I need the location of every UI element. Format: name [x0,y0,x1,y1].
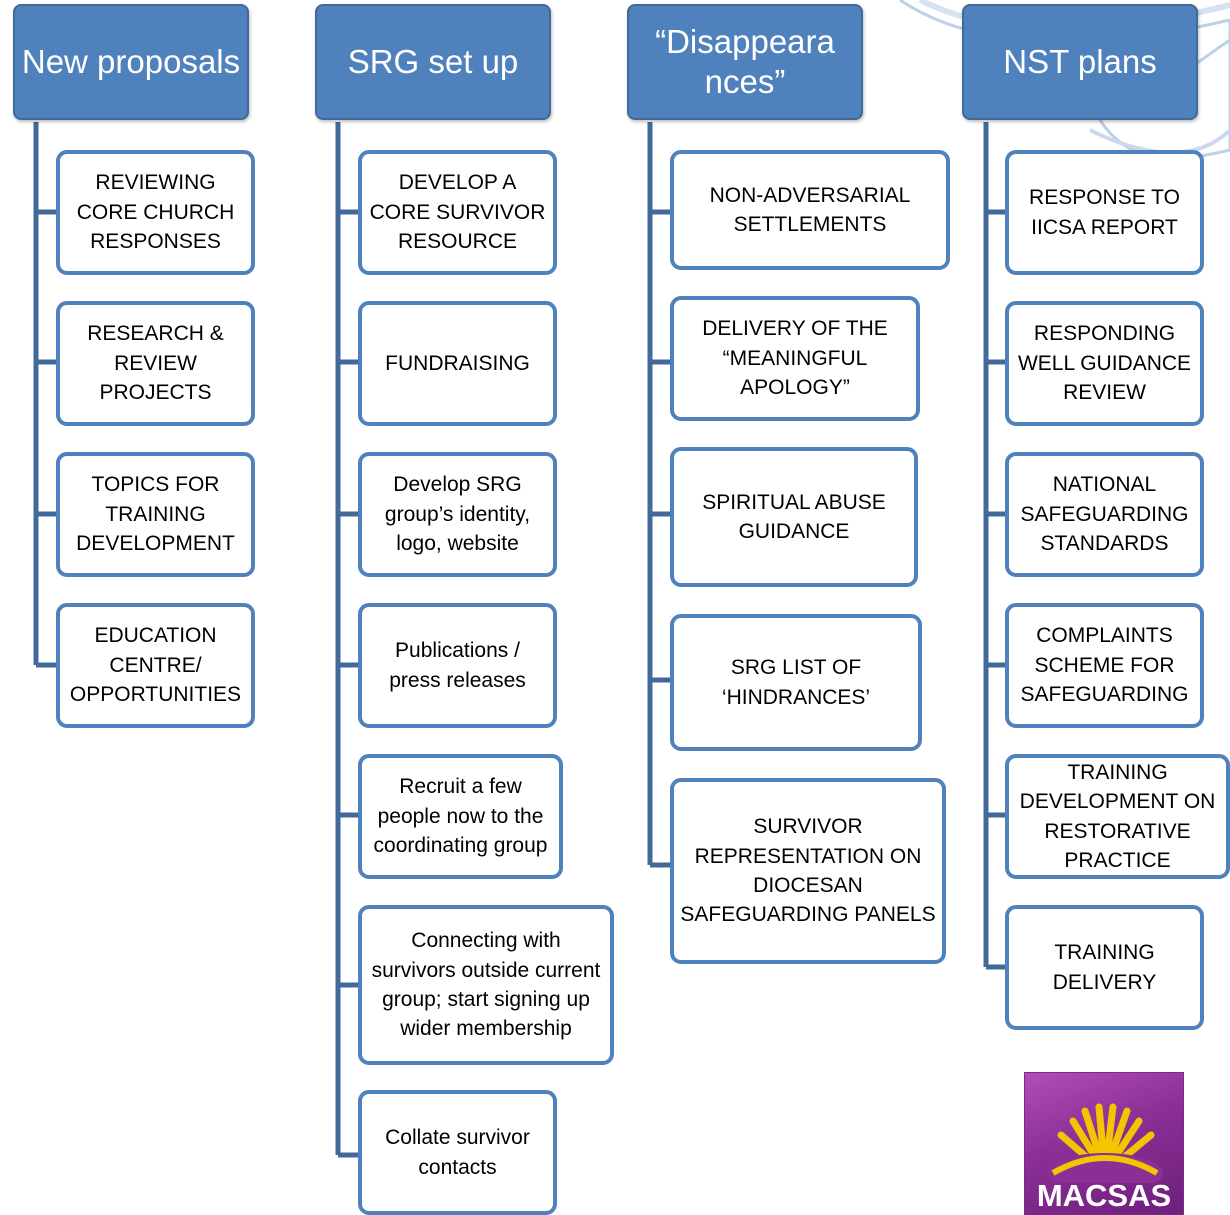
column-header: “Disappeara nces” [627,4,863,120]
column-header: New proposals [13,4,249,120]
item-card: REVIEWING CORE CHURCH RESPONSES [56,150,255,275]
macsas-logo: MACSAS [1024,1072,1184,1215]
item-card: NON-ADVERSARIAL SETTLEMENTS [670,150,950,270]
connector-tree [335,122,360,1158]
sunburst-icon [1047,1103,1163,1183]
item-card: Develop SRG group’s identity, logo, webs… [358,452,557,577]
logo-text: MACSAS [1036,1178,1172,1213]
connector-tree [647,122,672,868]
item-card: TRAINING DEVELOPMENT ON RESTORATIVE PRAC… [1005,754,1230,879]
item-card: TOPICS FOR TRAINING DEVELOPMENT [56,452,255,577]
item-card: Publications / press releases [358,603,557,728]
item-card: Recruit a few people now to the coordina… [358,754,563,879]
item-card: Connecting with survivors outside curren… [358,905,614,1065]
item-card: Collate survivor contacts [358,1090,557,1215]
item-card: SURVIVOR REPRESENTATION ON DIOCESAN SAFE… [670,778,946,964]
item-card: FUNDRAISING [358,301,557,426]
item-card: EDUCATION CENTRE/ OPPORTUNITIES [56,603,255,728]
column-header: NST plans [962,4,1198,120]
item-card: RESPONDING WELL GUIDANCE REVIEW [1005,301,1204,426]
item-card: NATIONAL SAFEGUARDING STANDARDS [1005,452,1204,577]
item-card: SRG LIST OF ‘HINDRANCES’ [670,614,922,751]
item-card: TRAINING DELIVERY [1005,905,1204,1030]
item-card: DELIVERY OF THE “MEANINGFUL APOLOGY” [670,296,920,421]
item-card: RESEARCH & REVIEW PROJECTS [56,301,255,426]
item-card: COMPLAINTS SCHEME FOR SAFEGUARDING [1005,603,1204,728]
connector-tree [33,122,58,668]
item-card: SPIRITUAL ABUSE GUIDANCE [670,447,918,587]
column-header: SRG set up [315,4,551,120]
item-card: RESPONSE TO IICSA REPORT [1005,150,1204,275]
item-card: DEVELOP A CORE SURVIVOR RESOURCE [358,150,557,275]
